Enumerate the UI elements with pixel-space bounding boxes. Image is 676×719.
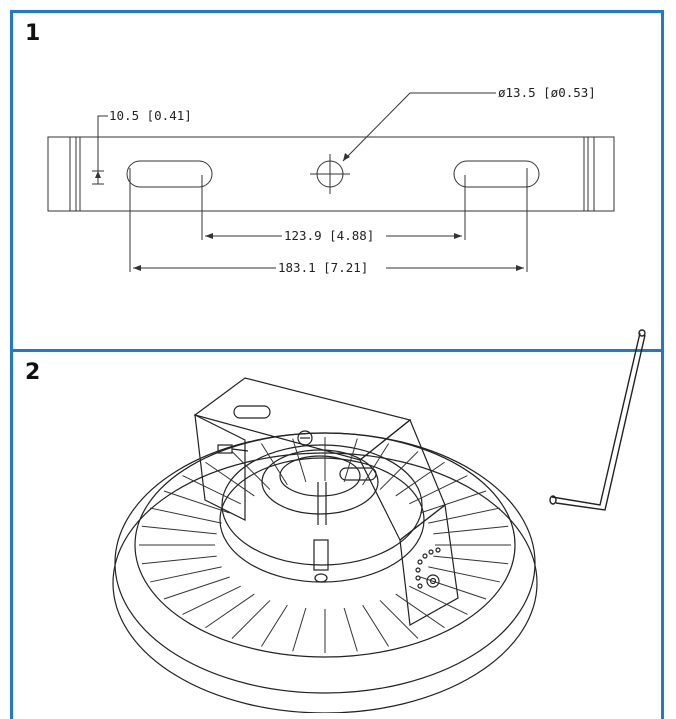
step-2-number: 2 [25,360,41,385]
step-2-panel: 2 [10,349,664,719]
step-1-number: 1 [25,21,41,46]
step-1-panel: 1 [10,10,664,352]
